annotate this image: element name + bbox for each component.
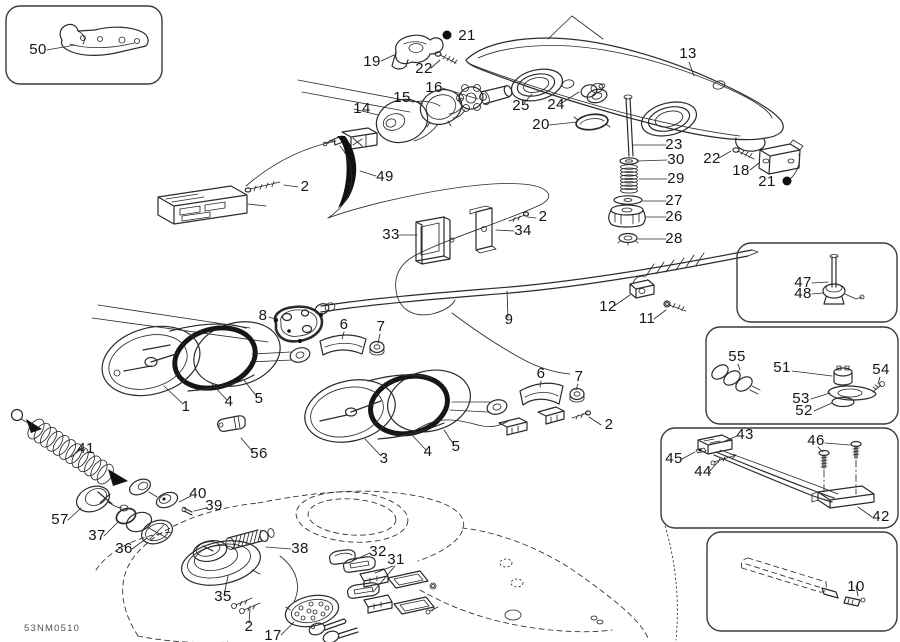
callout-48: 48 [794, 285, 812, 302]
callout-36: 36 [115, 540, 133, 557]
inset-box-47-48 [736, 242, 898, 323]
inset-box-42-46 [660, 427, 899, 529]
callout-42: 42 [872, 508, 890, 525]
headlight-housing [465, 15, 784, 152]
callout-4-tach: 4 [424, 443, 433, 460]
leader-lines [46, 44, 881, 636]
beam-adjuster-column [608, 94, 646, 246]
callout-25: 25 [512, 97, 530, 114]
callout-49: 49 [376, 168, 394, 185]
callout-21-top: 21 [458, 27, 476, 44]
callout-56: 56 [250, 445, 268, 462]
callout-40: 40 [189, 485, 207, 502]
callout-29: 29 [667, 170, 685, 187]
callout-38: 38 [291, 540, 309, 557]
callout-21-right: 21 [758, 173, 776, 190]
callout-8: 8 [259, 307, 268, 324]
callout-27: 27 [665, 192, 683, 209]
bracket-18-group [732, 139, 804, 186]
inset-box-10 [706, 531, 898, 632]
callout-19: 19 [363, 53, 381, 70]
callout-7-speedo: 7 [377, 318, 386, 335]
callout-11: 11 [639, 310, 655, 327]
callout-1: 1 [182, 398, 191, 415]
callout-16: 16 [425, 79, 443, 96]
callout-2-ignition: 2 [245, 618, 254, 635]
callout-54: 54 [872, 361, 890, 378]
wiring-harness [245, 136, 571, 375]
callout-53: 53 [792, 390, 810, 407]
callout-6-tach: 6 [537, 365, 546, 382]
console-group [95, 490, 678, 642]
speedo-cable-group [314, 249, 759, 315]
callout-7-tach: 7 [575, 368, 584, 385]
callout-31: 31 [387, 551, 405, 568]
callout-15: 15 [393, 89, 411, 106]
callout-52: 52 [795, 402, 813, 419]
callout-28: 28 [665, 230, 683, 247]
callout-33: 33 [382, 226, 400, 243]
drawing-code: 53NM0510 [24, 623, 80, 634]
callout-2-tach: 2 [605, 416, 614, 433]
callout-2-module: 2 [301, 178, 310, 195]
headlight-bulb-parts [297, 79, 611, 150]
callout-9: 9 [505, 311, 514, 328]
callout-22-top: 22 [415, 60, 433, 77]
callout-44: 44 [694, 463, 712, 480]
callout-6-speedo: 6 [340, 316, 349, 333]
callout-37: 37 [88, 527, 106, 544]
callout-20: 20 [532, 116, 550, 133]
callout-12: 12 [599, 298, 617, 315]
tether-cord-group [10, 408, 193, 545]
callout-5-tach: 5 [452, 438, 461, 455]
callout-10: 10 [847, 578, 865, 595]
callout-17: 17 [264, 627, 282, 642]
callout-26: 26 [665, 208, 683, 225]
callout-18: 18 [732, 162, 750, 179]
callout-2-bezel: 2 [539, 208, 548, 225]
callout-13: 13 [679, 45, 697, 62]
callout-5-speedo: 5 [255, 390, 264, 407]
module-group [157, 181, 281, 225]
callout-50: 50 [29, 41, 47, 58]
callout-43: 43 [736, 426, 754, 443]
callout-55: 55 [728, 348, 746, 365]
callout-46: 46 [807, 432, 825, 449]
callout-14: 14 [353, 100, 371, 117]
bezel-33-group [415, 205, 530, 265]
callout-35: 35 [214, 588, 232, 605]
callout-41: 41 [77, 440, 95, 457]
callout-32: 32 [369, 543, 387, 560]
inset-box-51-55 [705, 326, 899, 425]
callout-3: 3 [380, 450, 389, 467]
callout-47: 47 [794, 274, 812, 291]
bracket-19-group [391, 30, 458, 70]
callout-24: 24 [547, 96, 565, 113]
callout-45: 45 [665, 450, 683, 467]
callout-4-speedo: 4 [225, 393, 234, 410]
tachometer-group [304, 369, 592, 443]
callout-22-right: 22 [703, 150, 721, 167]
callout-39: 39 [205, 497, 223, 514]
callout-51: 51 [773, 359, 791, 376]
callout-30: 30 [667, 151, 685, 168]
callouts: 50 21 19 22 13 16 15 14 25 24 20 23 30 2… [29, 27, 890, 642]
speedometer-group [91, 304, 385, 432]
callout-34: 34 [514, 222, 532, 239]
callout-57: 57 [51, 511, 69, 528]
callout-23: 23 [665, 136, 683, 153]
